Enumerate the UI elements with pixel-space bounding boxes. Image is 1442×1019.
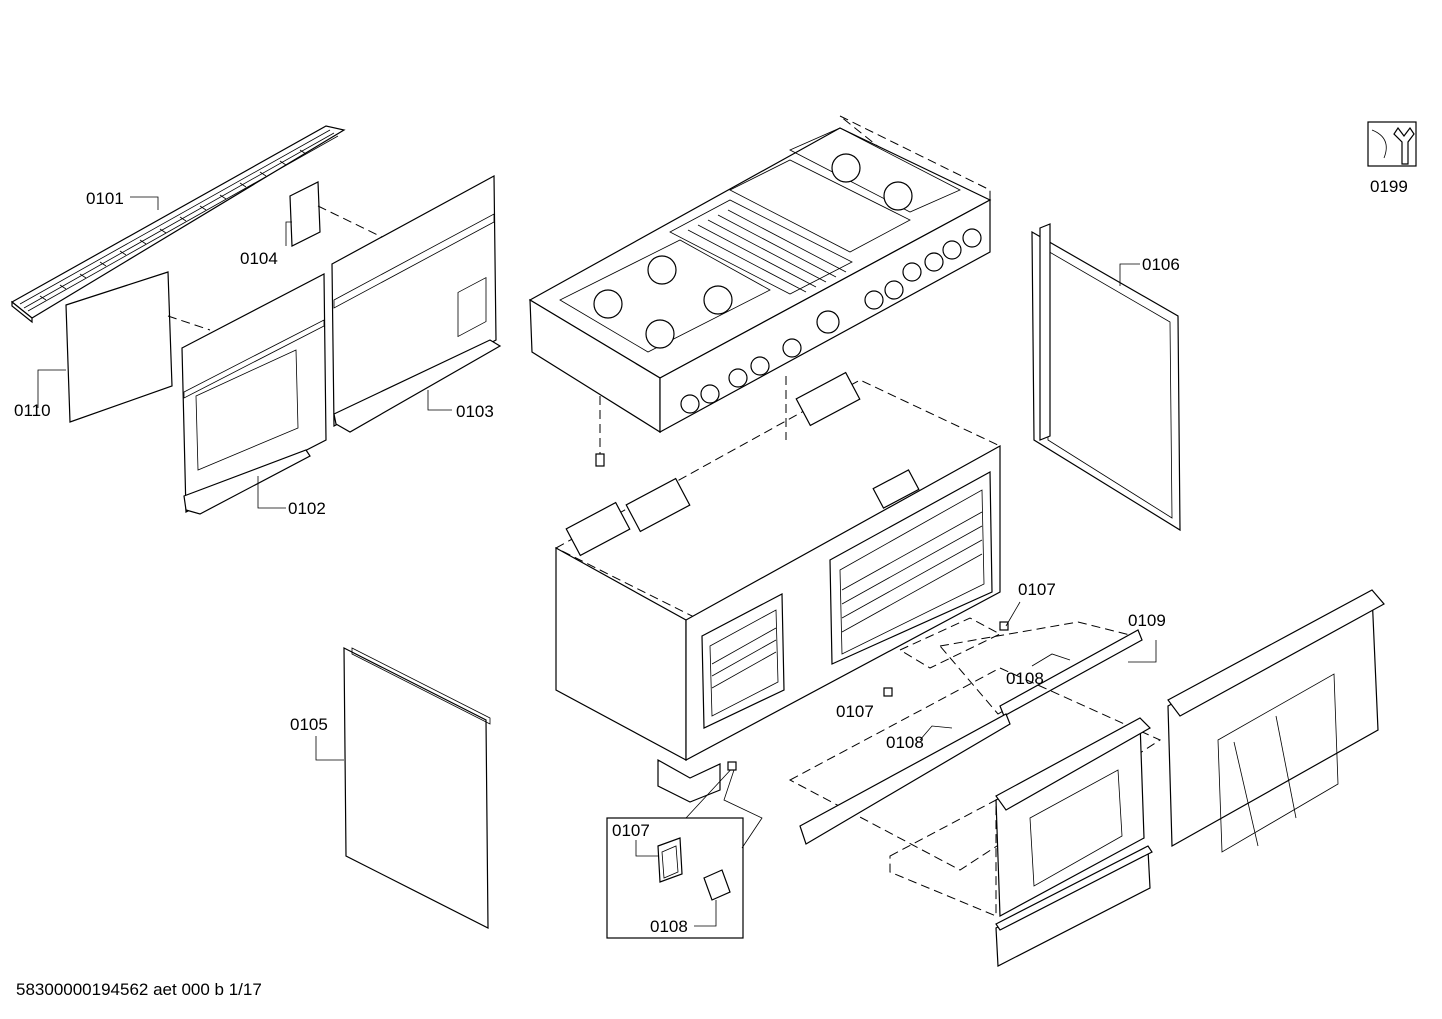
label-0108-upper: 0108 [1006,669,1044,688]
label-0108-detail: 0108 [650,917,688,936]
label-0103: 0103 [456,402,494,421]
part-0101-trim-strip [10,125,346,324]
detail-box-0107-0108 [606,763,763,939]
leader-0107-upper [1005,601,1021,627]
cooktop-assembly [528,115,992,467]
part-0108-handle-upper [939,621,1143,717]
part-0110-panel [37,271,211,423]
label-0102: 0102 [288,499,326,518]
part-0103-large-back-panel [331,174,502,433]
label-0107-detail: 0107 [612,821,650,840]
part-0105-side-panel [315,647,491,929]
label-0107-mid: 0107 [836,702,874,721]
label-0101: 0101 [86,189,124,208]
oven-door-small [995,717,1151,917]
screw-icon [727,621,1009,771]
part-0108-handle-lower [788,667,1162,871]
part-0106-side-panel [1031,223,1181,532]
document-footer: 58300000194562 aet 000 b 1/17 [16,980,262,999]
part-0102-back-panel [181,273,327,515]
leader-0109 [1128,640,1157,663]
oven-door-large [1167,589,1385,853]
label-0105: 0105 [290,715,328,734]
range-body-assembly [554,371,1002,803]
burner-icon [593,153,913,349]
label-0109: 0109 [1128,611,1166,630]
warming-drawer [889,799,1153,967]
label-0104: 0104 [240,249,278,268]
label-0106: 0106 [1142,255,1180,274]
label-0110: 0110 [14,401,51,420]
label-0107-upper: 0107 [1018,580,1056,599]
knob-icon [680,228,982,414]
part-0104-plate [285,181,389,247]
label-0108-mid: 0108 [886,733,924,752]
wrench-service-icon [1367,121,1417,167]
label-0199: 0199 [1370,177,1408,196]
